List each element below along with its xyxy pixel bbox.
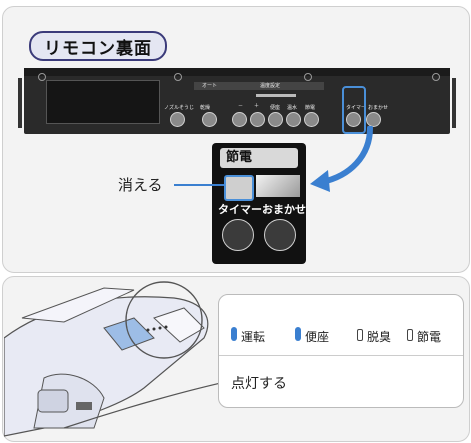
auto-button[interactable] — [366, 112, 381, 127]
power-save-button[interactable] — [304, 112, 319, 127]
nozzle-label: ノズルそうじ — [164, 105, 195, 111]
nozzle-button[interactable] — [170, 112, 185, 127]
timer-button[interactable] — [346, 112, 361, 127]
indicator-operation: 運転 — [241, 330, 266, 344]
auto2-label: おまかせ — [368, 105, 389, 111]
minus-label: － — [238, 103, 244, 109]
water-button[interactable] — [286, 112, 301, 127]
temp-level-bar — [256, 94, 296, 97]
indicator-row: 運転 便座 脱臭 節電 — [227, 325, 457, 345]
indicator-deodorize: 脱臭 — [367, 330, 392, 344]
temp-plus-button[interactable] — [250, 112, 265, 127]
unlit-lamp-icon — [407, 329, 413, 341]
timer-highlight — [342, 86, 366, 134]
seat-label: 便座 — [270, 105, 281, 111]
disappears-label: 消える — [118, 176, 163, 194]
lit-lamp-icon — [231, 327, 237, 341]
water-label: 温水 — [287, 105, 298, 111]
callout-line — [174, 184, 224, 186]
callout-divider — [219, 355, 463, 356]
power-label: 節電 — [305, 105, 316, 111]
battery-cover — [46, 80, 160, 124]
zoom-auto-button[interactable] — [264, 219, 296, 251]
plus-label: ＋ — [254, 103, 260, 109]
dry-label: 乾燥 — [200, 105, 211, 111]
right-hinge — [452, 78, 456, 128]
dry-button[interactable] — [202, 112, 217, 127]
seat-button[interactable] — [268, 112, 283, 127]
lit-lamp-icon — [295, 327, 301, 341]
screw-icon — [304, 73, 312, 81]
toilet-seat-illustration — [4, 281, 244, 437]
left-hinge — [18, 78, 22, 128]
zoomed-remote: 節電 タイマー おまかせ — [212, 143, 306, 264]
zoom-auto-label: おまかせ — [262, 203, 306, 216]
lights-up-caption: 点灯する — [231, 376, 287, 392]
power-save-header: 節電 — [220, 148, 298, 168]
auto-label: オート — [202, 83, 218, 89]
screw-icon — [432, 73, 440, 81]
indicator-power-save: 節電 — [417, 330, 442, 344]
screw-icon — [174, 73, 182, 81]
power-save-lamp — [224, 175, 254, 201]
remote-top-edge — [24, 68, 450, 76]
screw-icon — [38, 73, 46, 81]
temp-minus-button[interactable] — [232, 112, 247, 127]
zoom-arrow-icon — [310, 126, 373, 192]
unlit-lamp-icon — [357, 329, 363, 341]
panel-title: リモコン裏面 — [29, 31, 167, 61]
lamp-divider — [256, 175, 300, 197]
timer-label: タイマー — [346, 105, 367, 111]
temp-label: 温度設定 — [260, 83, 281, 89]
indicator-callout: 運転 便座 脱臭 節電 点灯する — [218, 294, 464, 408]
panel-title-text: リモコン裏面 — [44, 38, 152, 59]
zoom-timer-label: タイマー — [218, 203, 262, 216]
mode-label-bar — [194, 82, 324, 90]
remote-body: オート 温度設定 ノズルそうじ 乾燥 － ＋ 便座 温水 節電 タイマー おまか… — [18, 68, 456, 134]
indicator-seat: 便座 — [305, 330, 330, 344]
zoom-timer-button[interactable] — [222, 219, 254, 251]
